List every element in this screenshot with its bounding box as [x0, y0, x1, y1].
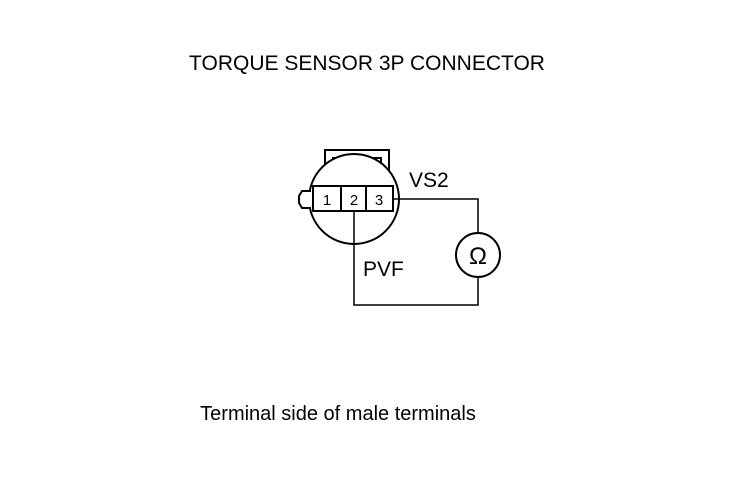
ohmmeter-icon [455, 232, 501, 278]
ohmmeter: Ω [455, 232, 501, 278]
pin-number-3: 3 [375, 192, 383, 209]
pin-number-2: 2 [350, 192, 358, 209]
connector-3p [298, 149, 400, 245]
test-wiring [353, 198, 479, 306]
diagram-caption: Terminal side of male terminals [200, 403, 476, 425]
diagram-title: TORQUE SENSOR 3P CONNECTOR [189, 52, 545, 75]
wire-pvf [353, 211, 479, 306]
terminal-block [312, 185, 394, 212]
pvf-label: PVF [363, 258, 404, 281]
connector-latch [324, 149, 390, 172]
pin-number-1: 1 [323, 192, 331, 209]
wire-vs2 [393, 198, 479, 232]
ohm-symbol: Ω [469, 243, 487, 270]
connector-side-guide [298, 190, 311, 209]
vs2-label: VS2 [409, 169, 449, 192]
